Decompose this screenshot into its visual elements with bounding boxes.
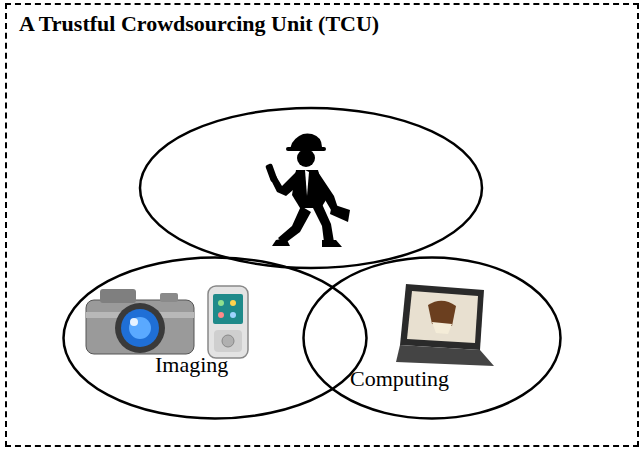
circle-outline bbox=[302, 256, 562, 420]
phone-icon bbox=[208, 286, 248, 358]
circle-label: Computing bbox=[350, 366, 449, 392]
worker-circle bbox=[140, 108, 482, 268]
unit-title: A Trustful Crowdsourcing Unit (TCU) bbox=[19, 11, 379, 37]
worker-icon bbox=[265, 133, 350, 247]
imaging-circle: Imaging bbox=[62, 256, 368, 420]
circle-outline-shape bbox=[64, 258, 367, 419]
circle-label: Imaging bbox=[155, 352, 228, 378]
camera-icon bbox=[86, 289, 194, 354]
computing-circle: Computing bbox=[302, 256, 562, 420]
circle-outline-shape bbox=[304, 258, 561, 419]
circle-outline bbox=[62, 256, 368, 420]
laptop-icon bbox=[396, 284, 494, 366]
unit-box: A Trustful Crowdsourcing Unit (TCU) Imagi… bbox=[5, 3, 639, 447]
